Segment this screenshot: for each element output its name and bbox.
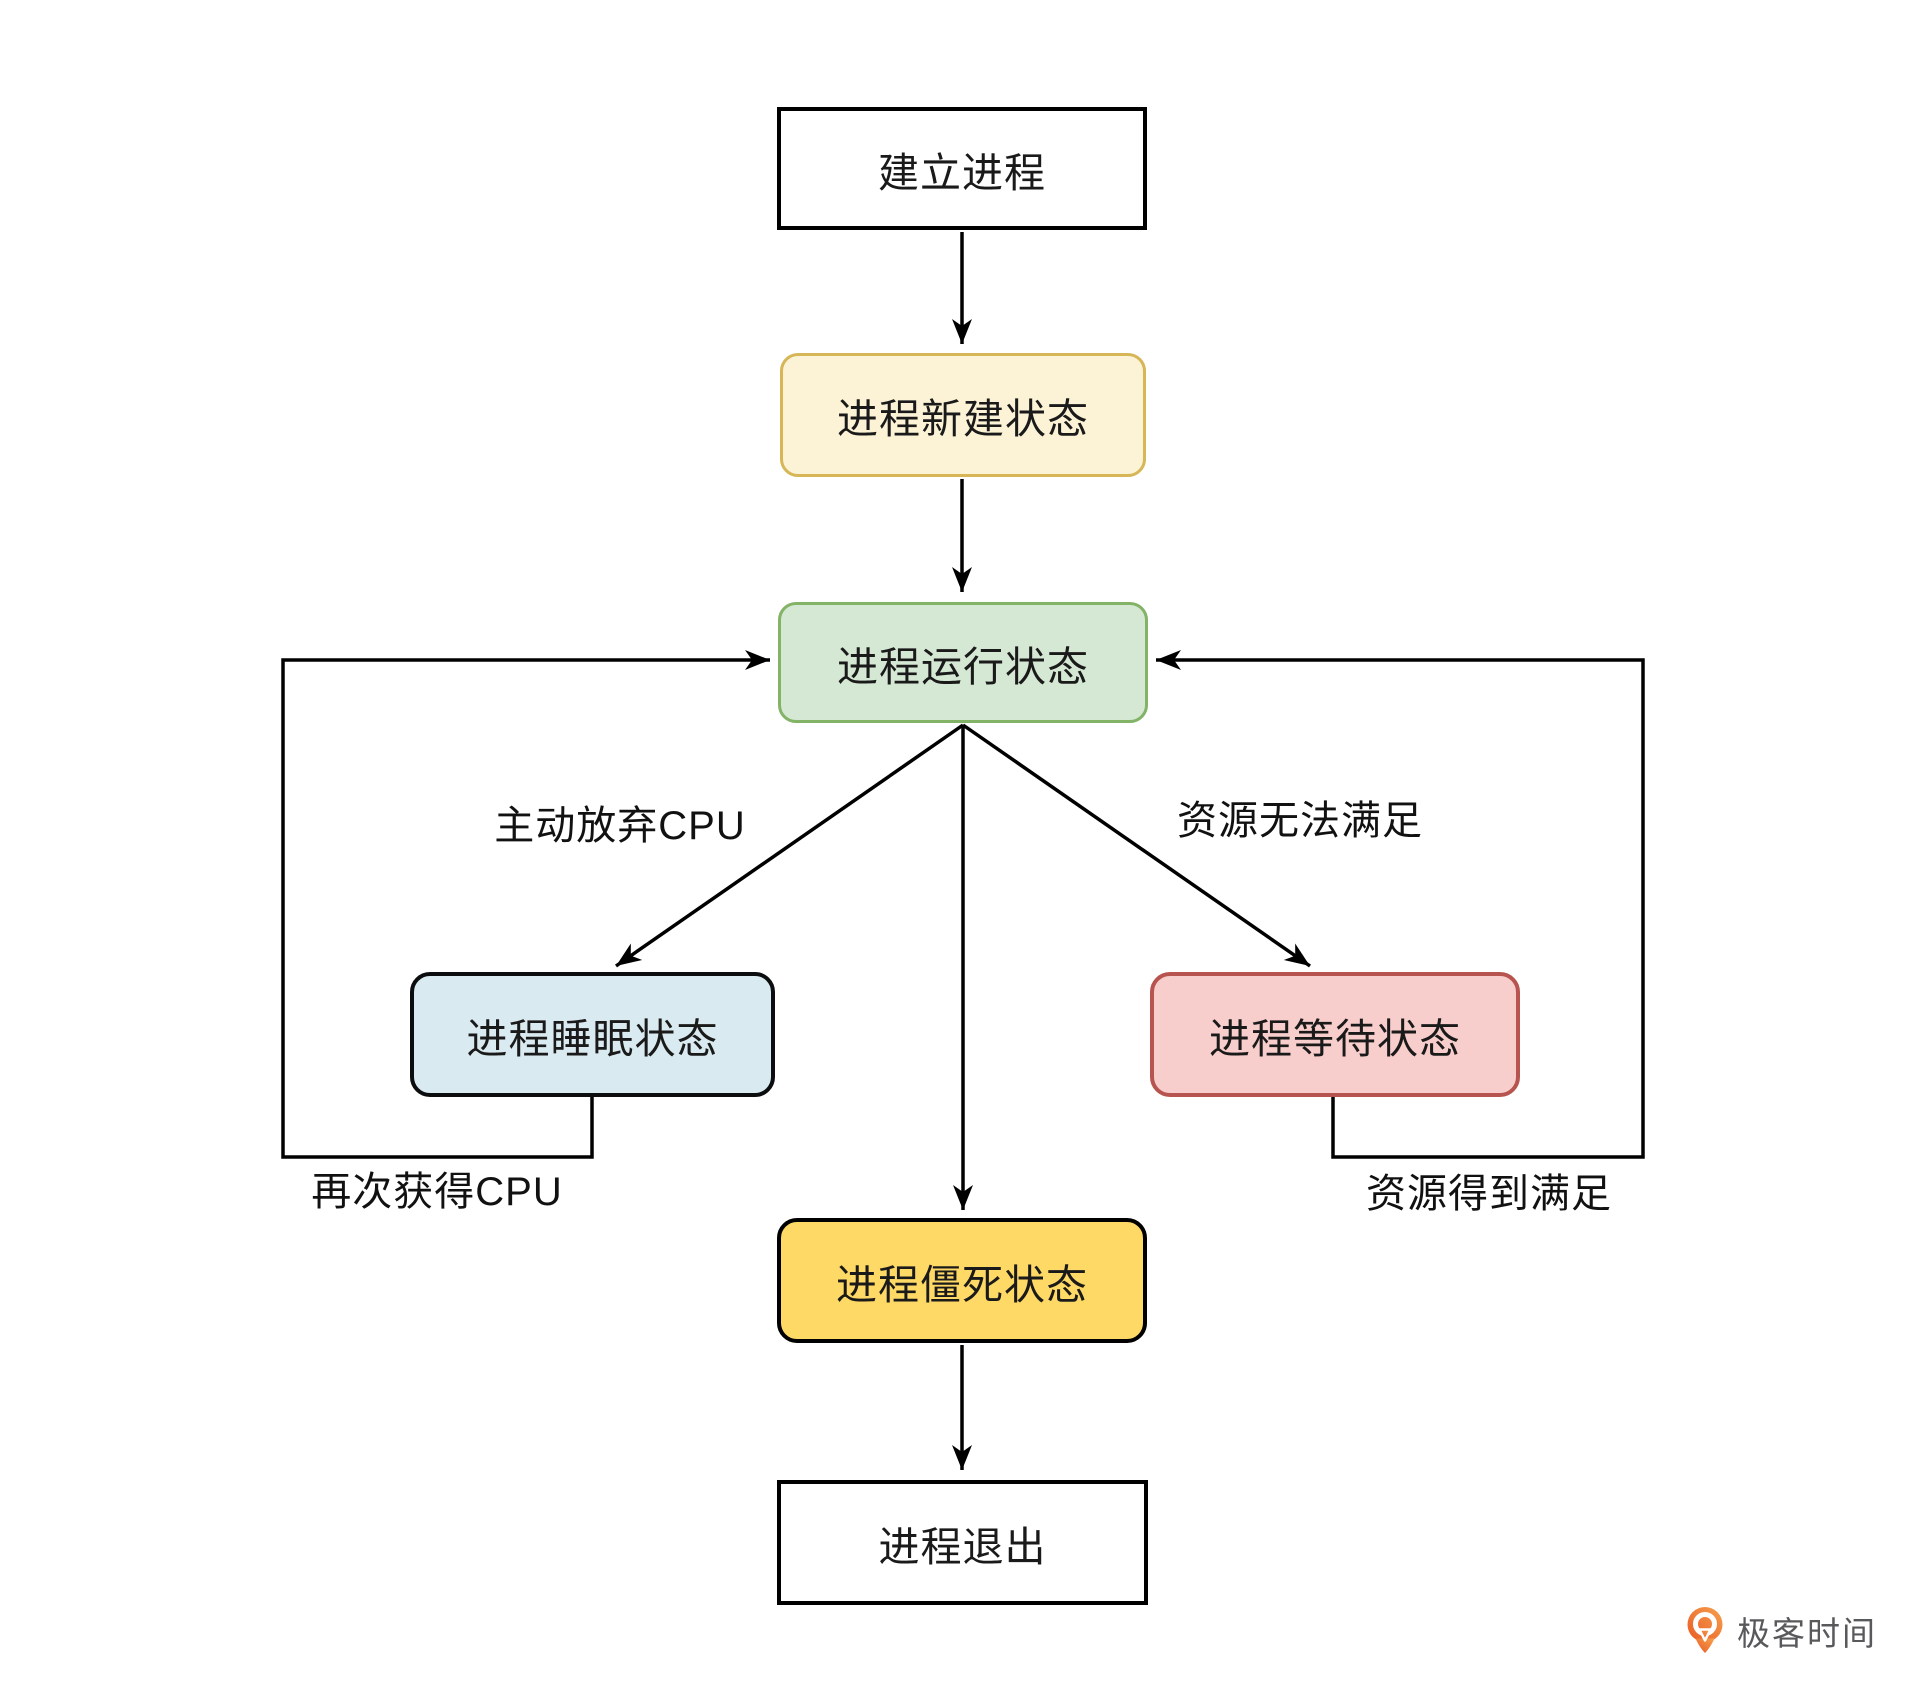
node-new-state: 进程新建状态 xyxy=(780,353,1146,477)
node-running-state: 进程运行状态 xyxy=(778,602,1148,723)
node-create-process: 建立进程 xyxy=(777,107,1147,230)
brand-name: 极客时间 xyxy=(1737,1615,1877,1652)
edge-label-yield-cpu: 主动放弃CPU xyxy=(494,804,746,848)
node-process-exit: 进程退出 xyxy=(777,1480,1148,1605)
node-zombie-state: 进程僵死状态 xyxy=(777,1218,1147,1343)
node-sleep-state: 进程睡眠状态 xyxy=(410,972,775,1097)
node-wait-state: 进程等待状态 xyxy=(1150,972,1520,1097)
edge-label-resource-satisfied: 资源得到满足 xyxy=(1366,1172,1612,1216)
edge-label-regain-cpu: 再次获得CPU xyxy=(311,1170,563,1214)
edge-label-resource-unmet: 资源无法满足 xyxy=(1177,799,1423,843)
brand-footer: 极客时间 xyxy=(1686,1606,1877,1656)
geektime-logo-icon xyxy=(1687,1607,1723,1653)
